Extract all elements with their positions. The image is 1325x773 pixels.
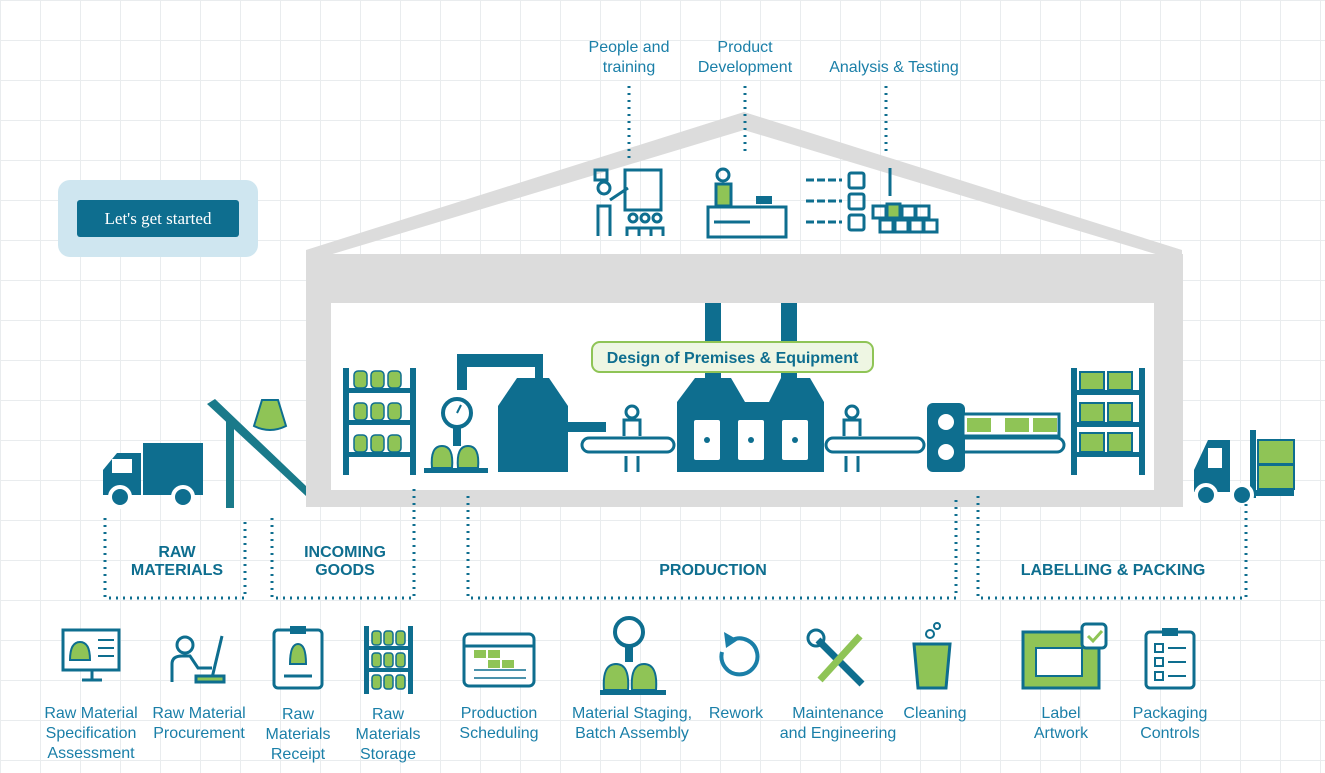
worker-figures <box>622 404 862 472</box>
building-roof <box>306 112 1182 262</box>
raw-materials-receipt-icon <box>272 626 324 690</box>
analysis-testing-icon <box>806 168 939 234</box>
item-rework[interactable]: Rework <box>708 705 764 722</box>
packaging-controls-icon <box>1144 628 1196 690</box>
conveyor-belts <box>580 436 1066 454</box>
rework-icon <box>719 632 760 677</box>
labelling-machine <box>927 403 1061 472</box>
get-started-button[interactable]: Let's get started <box>77 200 239 237</box>
raw-material-spec-icon <box>61 628 121 682</box>
raw-materials-storage-icon <box>364 626 413 694</box>
design-premises-equipment-label[interactable]: Design of Premises & Equipment <box>591 341 874 373</box>
stage-brackets <box>103 486 1248 600</box>
stage-production[interactable]: PRODUCTION <box>659 562 767 579</box>
cleaning-icon <box>912 622 952 690</box>
label-artwork-icon <box>1021 622 1108 690</box>
scale-icon <box>424 397 488 473</box>
forklift-icon <box>1194 430 1295 507</box>
item-material-staging[interactable]: Material Staging,Batch Assembly <box>571 705 693 742</box>
material-staging-icon <box>600 616 666 695</box>
raw-material-procurement-icon <box>170 635 226 684</box>
analysis-testing-label[interactable]: Analysis & Testing <box>829 59 959 76</box>
stage-labelling-packing[interactable]: LABELLING & PACKING <box>1020 562 1206 579</box>
people-training-icon <box>593 168 665 236</box>
top-connectors <box>627 86 888 158</box>
product-development-icon <box>706 167 788 239</box>
left-storage-shelf <box>343 368 416 475</box>
item-cleaning[interactable]: Cleaning <box>903 705 967 722</box>
chute-icon <box>207 399 306 508</box>
right-storage-shelf <box>1071 368 1145 475</box>
mixer-machine <box>457 354 606 472</box>
cta-panel: Let's get started <box>58 180 258 257</box>
maintenance-icon <box>806 628 865 687</box>
truck-icon <box>103 443 203 509</box>
production-scheduling-icon <box>462 632 536 688</box>
